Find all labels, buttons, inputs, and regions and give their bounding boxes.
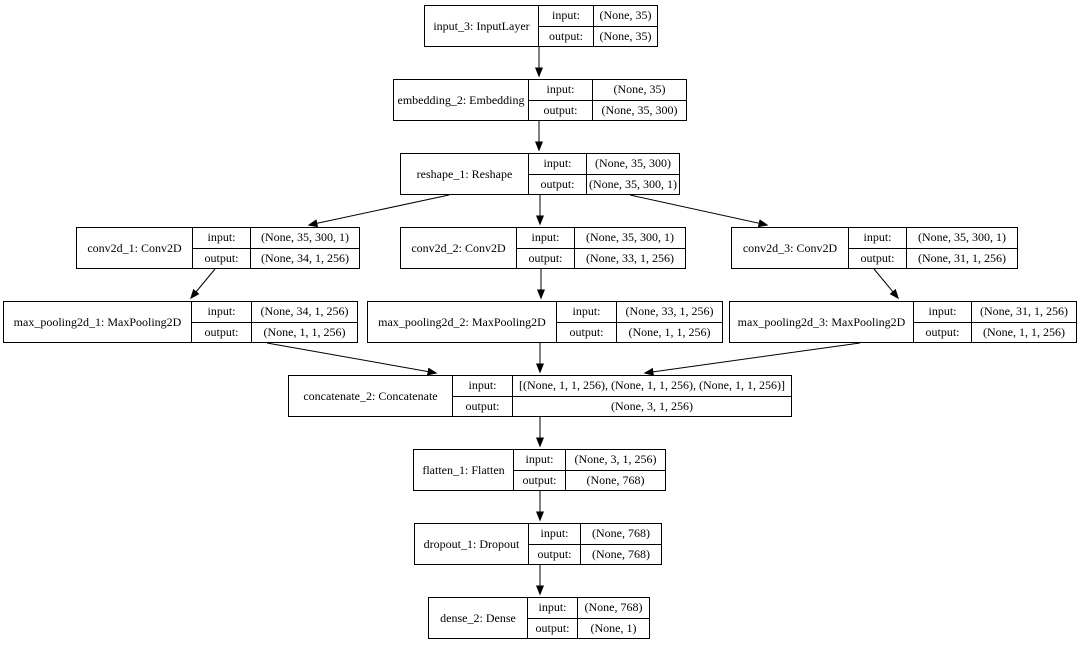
layer-node-flatten_1: flatten_1: Flatten input: (None, 3, 1, 2…	[413, 449, 666, 491]
layer-node-conv2d_2: conv2d_2: Conv2D input: (None, 35, 300, …	[400, 227, 686, 269]
io-label-input: input:	[849, 228, 907, 248]
io-label-output: output:	[529, 544, 581, 564]
layer-name: reshape_1: Reshape	[401, 154, 529, 194]
input-shape: (None, 35, 300, 1)	[918, 230, 1006, 245]
layer-node-embedding_2: embedding_2: Embedding input: (None, 35)…	[393, 79, 687, 121]
io-label-output: output:	[914, 322, 972, 342]
layer-name: concatenate_2: Concatenate	[289, 376, 453, 416]
output-shape: (None, 1)	[590, 620, 637, 635]
layer-node-conv2d_1: conv2d_1: Conv2D input: (None, 35, 300, …	[76, 227, 360, 269]
layer-node-max_pooling2d_1: max_pooling2d_1: MaxPooling2D input: (No…	[3, 301, 358, 343]
output-shape: (None, 35)	[599, 28, 652, 43]
io-label-output: output:	[193, 248, 251, 268]
layer-name: embedding_2: Embedding	[394, 80, 529, 120]
io-label-output: output:	[557, 322, 617, 342]
io-label-input: input:	[539, 6, 594, 26]
output-shape: (None, 33, 1, 256)	[586, 250, 674, 265]
input-shape: (None, 35)	[599, 8, 652, 23]
io-label-input: input:	[557, 302, 617, 322]
edge-max_pooling2d_1-concatenate_2	[266, 342, 438, 376]
layer-name: conv2d_2: Conv2D	[401, 228, 517, 268]
input-shape: (None, 768)	[592, 526, 650, 541]
edge-conv2d_3-max_pooling2d_3	[873, 268, 899, 300]
io-label-input: input:	[193, 228, 251, 248]
io-label-input: input:	[453, 376, 513, 396]
input-shape: (None, 35)	[613, 82, 666, 97]
output-shape: (None, 35, 300)	[601, 102, 678, 117]
output-shape: (None, 768)	[586, 472, 645, 487]
input-shape: (None, 35, 300, 1)	[586, 230, 674, 245]
io-label-output: output:	[849, 248, 907, 268]
io-label-output: output:	[539, 26, 594, 46]
layer-name: conv2d_1: Conv2D	[77, 228, 193, 268]
input-shape: (None, 35, 300)	[595, 156, 671, 171]
input-shape: (None, 35, 300, 1)	[261, 230, 349, 245]
layer-name: dropout_1: Dropout	[415, 524, 529, 564]
layer-name: flatten_1: Flatten	[414, 450, 514, 490]
edge-reshape_1-conv2d_1	[307, 194, 450, 228]
io-label-output: output:	[453, 396, 513, 416]
output-shape: (None, 34, 1, 256)	[261, 250, 349, 265]
io-label-output: output:	[514, 470, 566, 490]
io-label-output: output:	[529, 174, 587, 194]
layer-name: input_3: InputLayer	[425, 6, 539, 46]
output-shape: (None, 1, 1, 256)	[983, 324, 1065, 339]
output-shape: (None, 1, 1, 256)	[628, 324, 711, 339]
layer-node-conv2d_3: conv2d_3: Conv2D input: (None, 35, 300, …	[731, 227, 1018, 269]
output-shape: (None, 1, 1, 256)	[263, 324, 346, 339]
layer-node-max_pooling2d_3: max_pooling2d_3: MaxPooling2D input: (No…	[729, 301, 1077, 343]
io-label-input: input:	[914, 302, 972, 322]
io-label-input: input:	[529, 524, 581, 544]
layer-node-concatenate_2: concatenate_2: Concatenate input: [(None…	[288, 375, 792, 417]
layer-name: dense_2: Dense	[429, 598, 528, 638]
io-label-input: input:	[529, 154, 587, 174]
input-shape: (None, 33, 1, 256)	[625, 304, 714, 319]
io-label-input: input:	[514, 450, 566, 470]
layer-node-max_pooling2d_2: max_pooling2d_2: MaxPooling2D input: (No…	[367, 301, 723, 343]
io-label-output: output:	[529, 100, 593, 120]
layer-name: max_pooling2d_3: MaxPooling2D	[730, 302, 914, 342]
edge-reshape_1-conv2d_3	[629, 194, 769, 228]
layer-node-reshape_1: reshape_1: Reshape input: (None, 35, 300…	[400, 153, 680, 195]
io-label-input: input:	[528, 598, 578, 618]
io-label-output: output:	[528, 618, 578, 638]
io-label-input: input:	[192, 302, 252, 322]
io-label-input: input:	[529, 80, 593, 100]
io-label-output: output:	[192, 322, 252, 342]
layer-name: max_pooling2d_1: MaxPooling2D	[4, 302, 192, 342]
edge-max_pooling2d_3-concatenate_2	[643, 342, 861, 376]
output-shape: (None, 35, 300, 1)	[589, 176, 677, 191]
io-label-input: input:	[517, 228, 575, 248]
output-shape: (None, 768)	[592, 546, 650, 561]
layer-name: conv2d_3: Conv2D	[732, 228, 849, 268]
input-shape: (None, 3, 1, 256)	[574, 452, 657, 467]
edge-conv2d_1-max_pooling2d_1	[190, 268, 216, 300]
layer-node-dense_2: dense_2: Dense input: (None, 768) output…	[428, 597, 650, 639]
input-shape: (None, 768)	[584, 600, 643, 615]
input-shape: (None, 31, 1, 256)	[980, 304, 1068, 319]
input-shape: (None, 34, 1, 256)	[260, 304, 349, 319]
output-shape: (None, 3, 1, 256)	[611, 398, 693, 413]
output-shape: (None, 31, 1, 256)	[918, 250, 1006, 265]
io-label-output: output:	[517, 248, 575, 268]
layer-name: max_pooling2d_2: MaxPooling2D	[368, 302, 557, 342]
input-shape: [(None, 1, 1, 256), (None, 1, 1, 256), (…	[519, 378, 785, 393]
layer-node-input_3: input_3: InputLayer input: (None, 35) ou…	[424, 5, 658, 47]
layer-node-dropout_1: dropout_1: Dropout input: (None, 768) ou…	[414, 523, 662, 565]
